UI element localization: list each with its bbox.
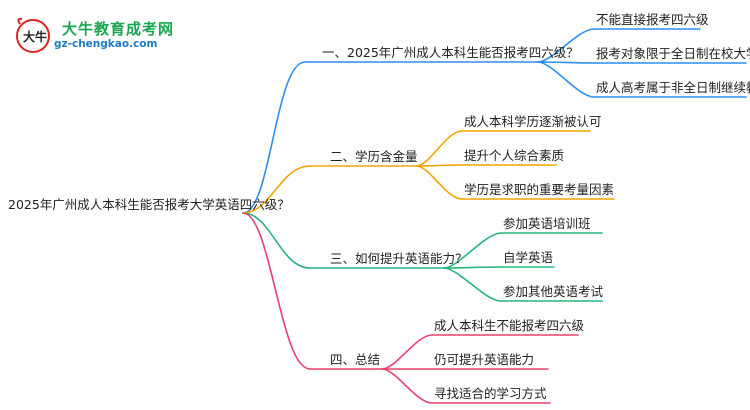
branch-2-connector — [242, 165, 311, 214]
branch-3-label: 三、如何提升英语能力？ — [330, 251, 468, 266]
branch-1-leaf-1-connector — [537, 28, 595, 63]
branch-1-leaf-3-connector — [537, 61, 595, 98]
bull-logo-icon: 大牛 — [16, 17, 50, 53]
branch-1-leaf-2-connector — [537, 61, 595, 64]
branch-1-connector — [242, 61, 306, 214]
branch-2-leaf-3-connector — [415, 165, 463, 200]
branch-3-leaf-1-connector — [443, 232, 502, 269]
branch-2-leaf-1-connector — [415, 130, 463, 167]
branch-3-leaf-3: 参加其他英语考试 — [503, 284, 604, 299]
root-node-label: 2025年广州成人本科生能否报考大学英语四六级？ — [8, 197, 290, 212]
logo-mark-text: 大牛 — [23, 29, 47, 44]
branch-4-leaf-3-connector — [381, 368, 433, 404]
branch-3-leaf-1: 参加英语培训班 — [503, 216, 591, 231]
branch-4-leaf-3: 寻找适合的学习方式 — [434, 386, 547, 401]
branch-2-leaf-3: 学历是求职的重要考量因素 — [464, 182, 615, 197]
branch-4-leaf-2: 仍可提升英语能力 — [434, 352, 535, 367]
site-logo[interactable]: 大牛 大牛教育成考网 gz-chengkao.com — [14, 14, 184, 54]
branch-3-connector — [242, 212, 311, 269]
branch-4-leaf-1: 成人本科生不能报考四六级 — [434, 318, 585, 333]
logo-url: gz-chengkao.com — [54, 38, 158, 50]
branch-3-leaf-2: 自学英语 — [503, 250, 554, 265]
branch-3-leaf-3-connector — [443, 267, 502, 302]
branch-1-leaf-2: 报考对象限于全日制在校大学生 — [596, 46, 750, 61]
branch-4-leaf-1-connector — [381, 334, 433, 370]
branch-2-leaf-2-connector — [415, 164, 463, 167]
branch-1-leaf-3: 成人高考属于非全日制继续教育 — [596, 80, 750, 95]
branch-1-leaf-1: 不能直接报考四六级 — [596, 12, 709, 27]
branch-3-leaf-2-connector — [443, 266, 502, 269]
branch-2-leaf-1: 成人本科学历逐渐被认可 — [464, 114, 602, 129]
logo-title: 大牛教育成考网 — [62, 20, 175, 38]
branch-2-label: 二、学历含金量 — [330, 149, 418, 164]
branch-1-label: 一、2025年广州成人本科生能否报考四六级？ — [322, 45, 579, 60]
branch-4-connector — [242, 212, 311, 370]
branch-4-label: 四、总结 — [330, 352, 381, 367]
branch-2-leaf-2: 提升个人综合素质 — [464, 148, 565, 163]
